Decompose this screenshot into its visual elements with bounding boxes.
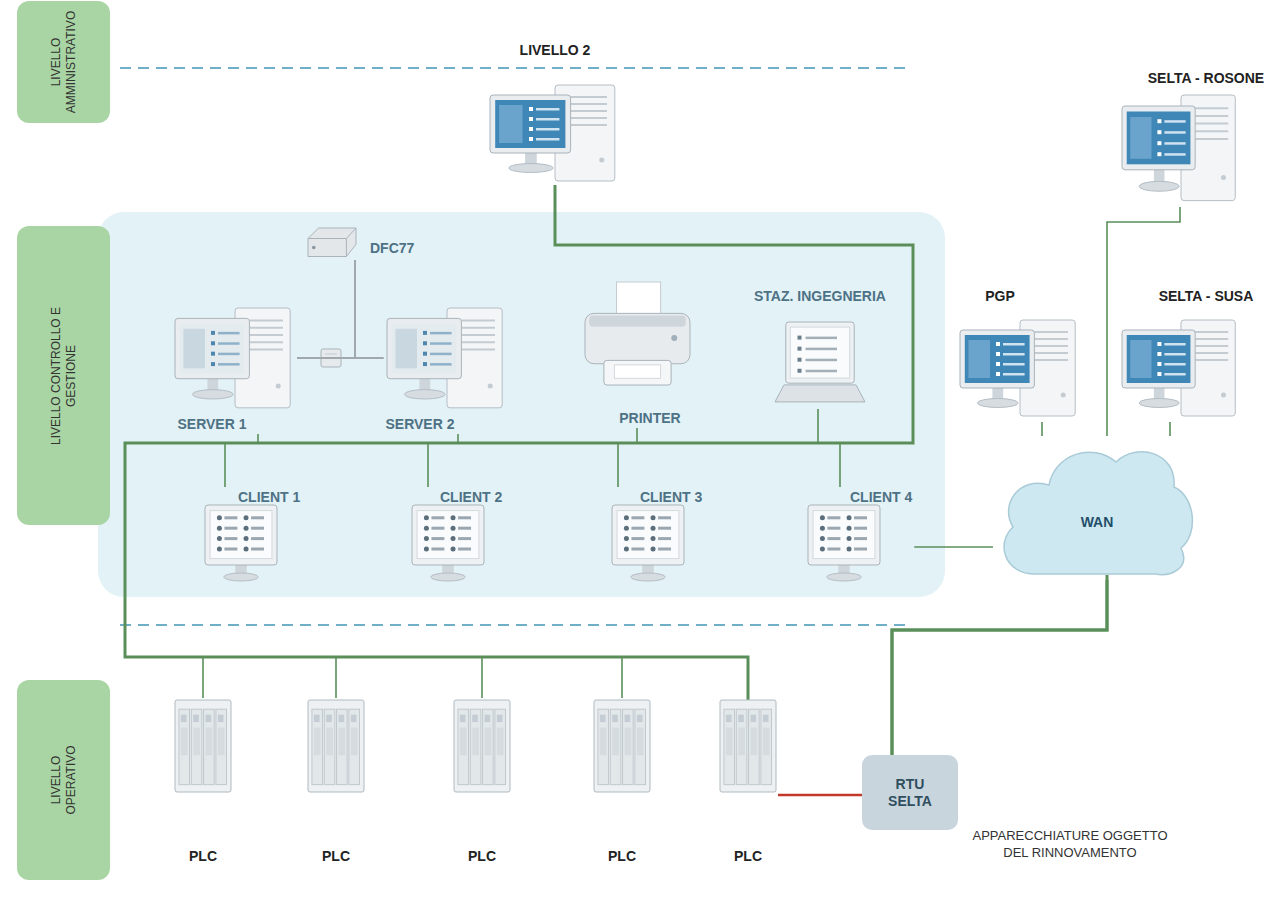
node-label: PLC bbox=[734, 848, 762, 864]
plc-icon bbox=[720, 700, 776, 792]
network-link bbox=[258, 187, 913, 443]
computer-node: SELTA - ROSONE bbox=[1120, 68, 1266, 207]
network-link bbox=[125, 187, 913, 698]
pc-icon bbox=[1122, 95, 1240, 205]
computer-node: SELTA - SUSA bbox=[1120, 286, 1255, 422]
node-label: PGP bbox=[985, 288, 1015, 304]
computer-node: LIVELLO 2 bbox=[488, 40, 622, 187]
network-link bbox=[125, 187, 913, 698]
laptop-icon bbox=[775, 322, 865, 407]
node-label: STAZ. INGEGNERIA bbox=[754, 288, 886, 304]
node-label: CLIENT 2 bbox=[440, 489, 502, 505]
pc-icon bbox=[1122, 320, 1240, 420]
wan-cloud: WAN bbox=[993, 436, 1197, 580]
network-link bbox=[1169, 422, 1171, 436]
client-node: CLIENT 3 bbox=[610, 487, 704, 587]
computer-node: PGP bbox=[958, 286, 1082, 422]
node-label: PLC bbox=[608, 848, 636, 864]
network-link bbox=[914, 546, 993, 548]
plc-node: PLC bbox=[718, 698, 778, 866]
workstation-node: STAZ. INGEGNERIA bbox=[752, 286, 888, 409]
level-title: LIVELLO OPERATIVO bbox=[49, 735, 79, 825]
pc-icon bbox=[175, 308, 295, 412]
network-backbone bbox=[892, 575, 1107, 755]
plc-icon bbox=[175, 700, 231, 792]
level-title: LIVELLO CONTROLLO E GESTIONE bbox=[49, 286, 79, 466]
node-label: SERVER 1 bbox=[178, 416, 247, 432]
node-label: PLC bbox=[189, 848, 217, 864]
rtu-box: RTU SELTA bbox=[862, 755, 958, 830]
node-label: SELTA - SUSA bbox=[1159, 288, 1254, 304]
dfc-icon bbox=[308, 228, 356, 258]
node-label: SERVER 2 bbox=[386, 416, 455, 432]
network-link bbox=[355, 260, 384, 358]
network-link bbox=[458, 187, 913, 443]
network-link bbox=[125, 187, 913, 698]
network-link bbox=[225, 187, 913, 487]
network-link bbox=[555, 187, 913, 487]
control-panel bbox=[98, 212, 945, 597]
network-link bbox=[1041, 422, 1043, 436]
level-band: LIVELLO OPERATIVO bbox=[17, 680, 110, 880]
node-label: CLIENT 1 bbox=[238, 489, 300, 505]
printer-icon bbox=[585, 282, 690, 394]
network-link bbox=[555, 187, 913, 487]
server-node: SERVER 2 bbox=[384, 306, 510, 434]
node-label: DFC77 bbox=[370, 240, 414, 256]
pc-icon bbox=[387, 308, 507, 412]
level-band: LIVELLO CONTROLLO E GESTIONE bbox=[17, 226, 110, 525]
client-node: CLIENT 1 bbox=[203, 487, 302, 587]
level-divider bbox=[120, 624, 910, 626]
network-link bbox=[125, 187, 913, 698]
network-backbone bbox=[125, 185, 913, 700]
network-link bbox=[555, 187, 913, 443]
network-link bbox=[1107, 207, 1180, 436]
node-label: CLIENT 3 bbox=[640, 489, 702, 505]
plc-node: PLC bbox=[452, 698, 512, 866]
pc-icon bbox=[960, 320, 1080, 420]
level-title: LIVELLO AMMINISTRATIVO bbox=[49, 7, 79, 117]
node-label: CLIENT 4 bbox=[850, 489, 912, 505]
clock-device: DFC77 bbox=[306, 226, 416, 260]
network-link bbox=[297, 357, 384, 359]
node-label: LIVELLO 2 bbox=[520, 42, 591, 58]
client-icon bbox=[808, 505, 880, 585]
level-divider bbox=[120, 67, 910, 69]
footnote: APPARECCHIATURE OGGETTO DEL RINNOVAMENTO bbox=[964, 828, 1176, 862]
node-label: RTU SELTA bbox=[877, 775, 943, 810]
network-link bbox=[428, 187, 913, 487]
network-link bbox=[125, 187, 913, 698]
plc-icon bbox=[308, 700, 364, 792]
node-label: SELTA - ROSONE bbox=[1148, 70, 1264, 86]
pc-icon bbox=[490, 85, 620, 185]
network-link bbox=[778, 794, 862, 797]
client-icon bbox=[205, 505, 277, 585]
client-icon bbox=[612, 505, 684, 585]
plc-icon bbox=[454, 700, 510, 792]
client-node: CLIENT 2 bbox=[410, 487, 504, 587]
node-label: PLC bbox=[322, 848, 350, 864]
cloud-icon bbox=[995, 438, 1195, 578]
plc-node: PLC bbox=[173, 698, 233, 866]
server-node: SERVER 1 bbox=[173, 306, 297, 434]
node-label: WAN bbox=[1081, 514, 1114, 530]
printer-node: PRINTER bbox=[583, 280, 692, 428]
plc-node: PLC bbox=[306, 698, 366, 866]
network-link bbox=[297, 260, 355, 358]
plc-node: PLC bbox=[592, 698, 652, 866]
network-link bbox=[892, 580, 1107, 755]
node-label: PLC bbox=[468, 848, 496, 864]
client-node: CLIENT 4 bbox=[806, 487, 914, 587]
node-label: PRINTER bbox=[619, 410, 680, 426]
network-link bbox=[555, 187, 913, 443]
client-icon bbox=[412, 505, 484, 585]
plc-icon bbox=[594, 700, 650, 792]
level-band: LIVELLO AMMINISTRATIVO bbox=[17, 1, 110, 123]
